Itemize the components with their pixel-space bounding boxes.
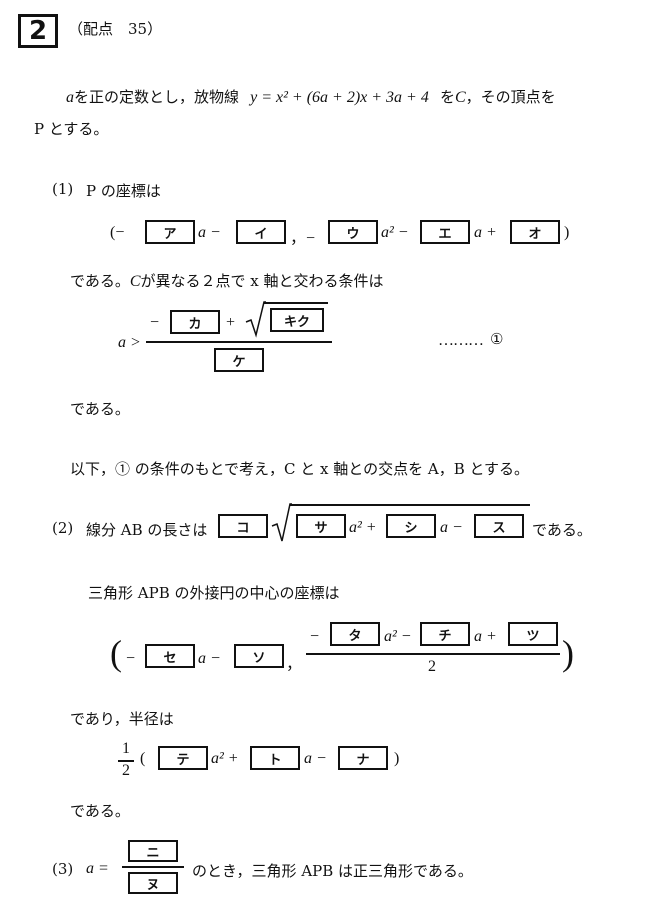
part3-label: (3) <box>52 860 74 878</box>
fraction-bar-3 <box>118 760 134 762</box>
answer-box-se[interactable]: セ <box>145 644 195 668</box>
answer-box-o[interactable]: オ <box>510 220 560 244</box>
answer-box-e[interactable]: エ <box>420 220 470 244</box>
answer-box-chi[interactable]: チ <box>420 622 470 646</box>
c-num-minus: − <box>310 628 320 645</box>
problem-number: 2 <box>18 14 58 48</box>
answer-box-tsu[interactable]: ツ <box>508 622 558 646</box>
intro-text-pre: を正の定数とし，放物線 <box>74 88 240 106</box>
condition-pre: である。 <box>70 272 130 290</box>
answer-box-ke[interactable]: ケ <box>214 348 264 372</box>
answer-box-kiku[interactable]: キク <box>270 308 324 332</box>
ab-a: a − <box>440 519 463 536</box>
part2-end-text: である。 <box>70 802 130 820</box>
fraction-bar-1 <box>146 341 332 343</box>
answer-box-ta[interactable]: タ <box>330 622 380 646</box>
intro-line-1: aを正の定数とし，放物線 y = x² + (6a + 2)x + 3a + 4… <box>66 86 556 107</box>
answer-box-nu[interactable]: ヌ <box>128 872 178 894</box>
answer-box-shi[interactable]: シ <box>386 514 436 538</box>
p-coord-close: ) <box>564 224 570 241</box>
answer-box-i[interactable]: イ <box>236 220 286 244</box>
fraction-bar-4 <box>122 866 184 868</box>
intro-var-a: a <box>66 89 74 106</box>
answer-box-a[interactable]: ア <box>145 220 195 244</box>
part1-label: (1) <box>52 180 74 198</box>
part1-condition-text: である。Cが異なる２点で x 軸と交わる条件は <box>70 270 384 291</box>
sqrt-vinculum-2 <box>290 504 530 506</box>
num-minus: − <box>150 314 160 331</box>
intro-text-end: ，その頂点を <box>465 88 556 106</box>
r-open: ( <box>140 750 146 767</box>
ineq-lhs: a > <box>118 334 141 351</box>
c-a3: a + <box>474 628 497 645</box>
radius-text: であり，半径は <box>70 710 174 728</box>
answer-box-u[interactable]: ウ <box>328 220 378 244</box>
answer-box-sa[interactable]: サ <box>296 514 346 538</box>
part2-text-post: である。 <box>532 521 592 539</box>
c-paren-open: ( <box>110 633 122 673</box>
part2-label: (2) <box>52 519 74 537</box>
r-numerator: 1 <box>122 740 130 757</box>
ab-a2: a² + <box>349 519 377 536</box>
answer-box-na[interactable]: ナ <box>338 746 388 770</box>
part1-text: P の座標は <box>86 182 161 200</box>
intro-curve: C <box>454 89 466 106</box>
p-coord-a2: a² − <box>381 224 409 241</box>
p-coord-comma: ，− <box>290 230 316 247</box>
points-label: （配点 35） <box>68 20 163 38</box>
answer-box-su[interactable]: ス <box>474 514 524 538</box>
sqrt-vinculum-1 <box>264 302 328 304</box>
c-open-minus: − <box>126 650 136 667</box>
condition-curve: C <box>129 273 141 290</box>
c-paren-close: ) <box>562 633 574 673</box>
answer-box-so[interactable]: ソ <box>234 644 284 668</box>
c-a: a − <box>198 650 221 667</box>
equation-number-1: ① <box>490 330 504 348</box>
p-coord-open: (− <box>110 224 125 241</box>
answer-box-ni[interactable]: ニ <box>128 840 178 862</box>
r-close: ) <box>394 750 400 767</box>
dots: ……… <box>438 332 484 349</box>
condition-post: が異なる２点で x 軸と交わる条件は <box>140 272 384 290</box>
p-coord-a1: a − <box>198 224 221 241</box>
part3-lhs: a = <box>86 860 109 877</box>
r-a: a − <box>304 750 327 767</box>
circumcircle-text: 三角形 APB の外接円の中心の座標は <box>88 584 340 602</box>
answer-box-to[interactable]: ト <box>250 746 300 770</box>
fraction-bar-2 <box>306 653 560 655</box>
sqrt-sign-2 <box>271 503 292 542</box>
c-a2: a² − <box>384 628 412 645</box>
condition-line: 以下，① の条件のもとで考え，C と x 軸との交点を A，B とする。 <box>70 460 530 478</box>
part2-text-pre: 線分 AB の長さは <box>86 521 208 539</box>
num-plus: + <box>226 314 236 331</box>
answer-box-te[interactable]: テ <box>158 746 208 770</box>
intro-text-post: を <box>439 88 455 106</box>
answer-box-ka[interactable]: カ <box>170 310 220 334</box>
r-a2: a² + <box>211 750 239 767</box>
c-comma: ， <box>286 656 303 673</box>
answer-box-ko[interactable]: コ <box>218 514 268 538</box>
part1-end-text: である。 <box>70 400 130 418</box>
part3-text: のとき，三角形 APB は正三角形である。 <box>192 862 473 880</box>
sqrt-sign-1 <box>245 301 266 338</box>
r-denominator: 2 <box>122 762 130 779</box>
intro-equation: y = x² + (6a + 2)x + 3a + 4 <box>250 89 429 106</box>
c-denominator: 2 <box>428 658 436 675</box>
p-coord-a3: a + <box>474 224 497 241</box>
intro-line-2: P とする。 <box>34 120 109 138</box>
